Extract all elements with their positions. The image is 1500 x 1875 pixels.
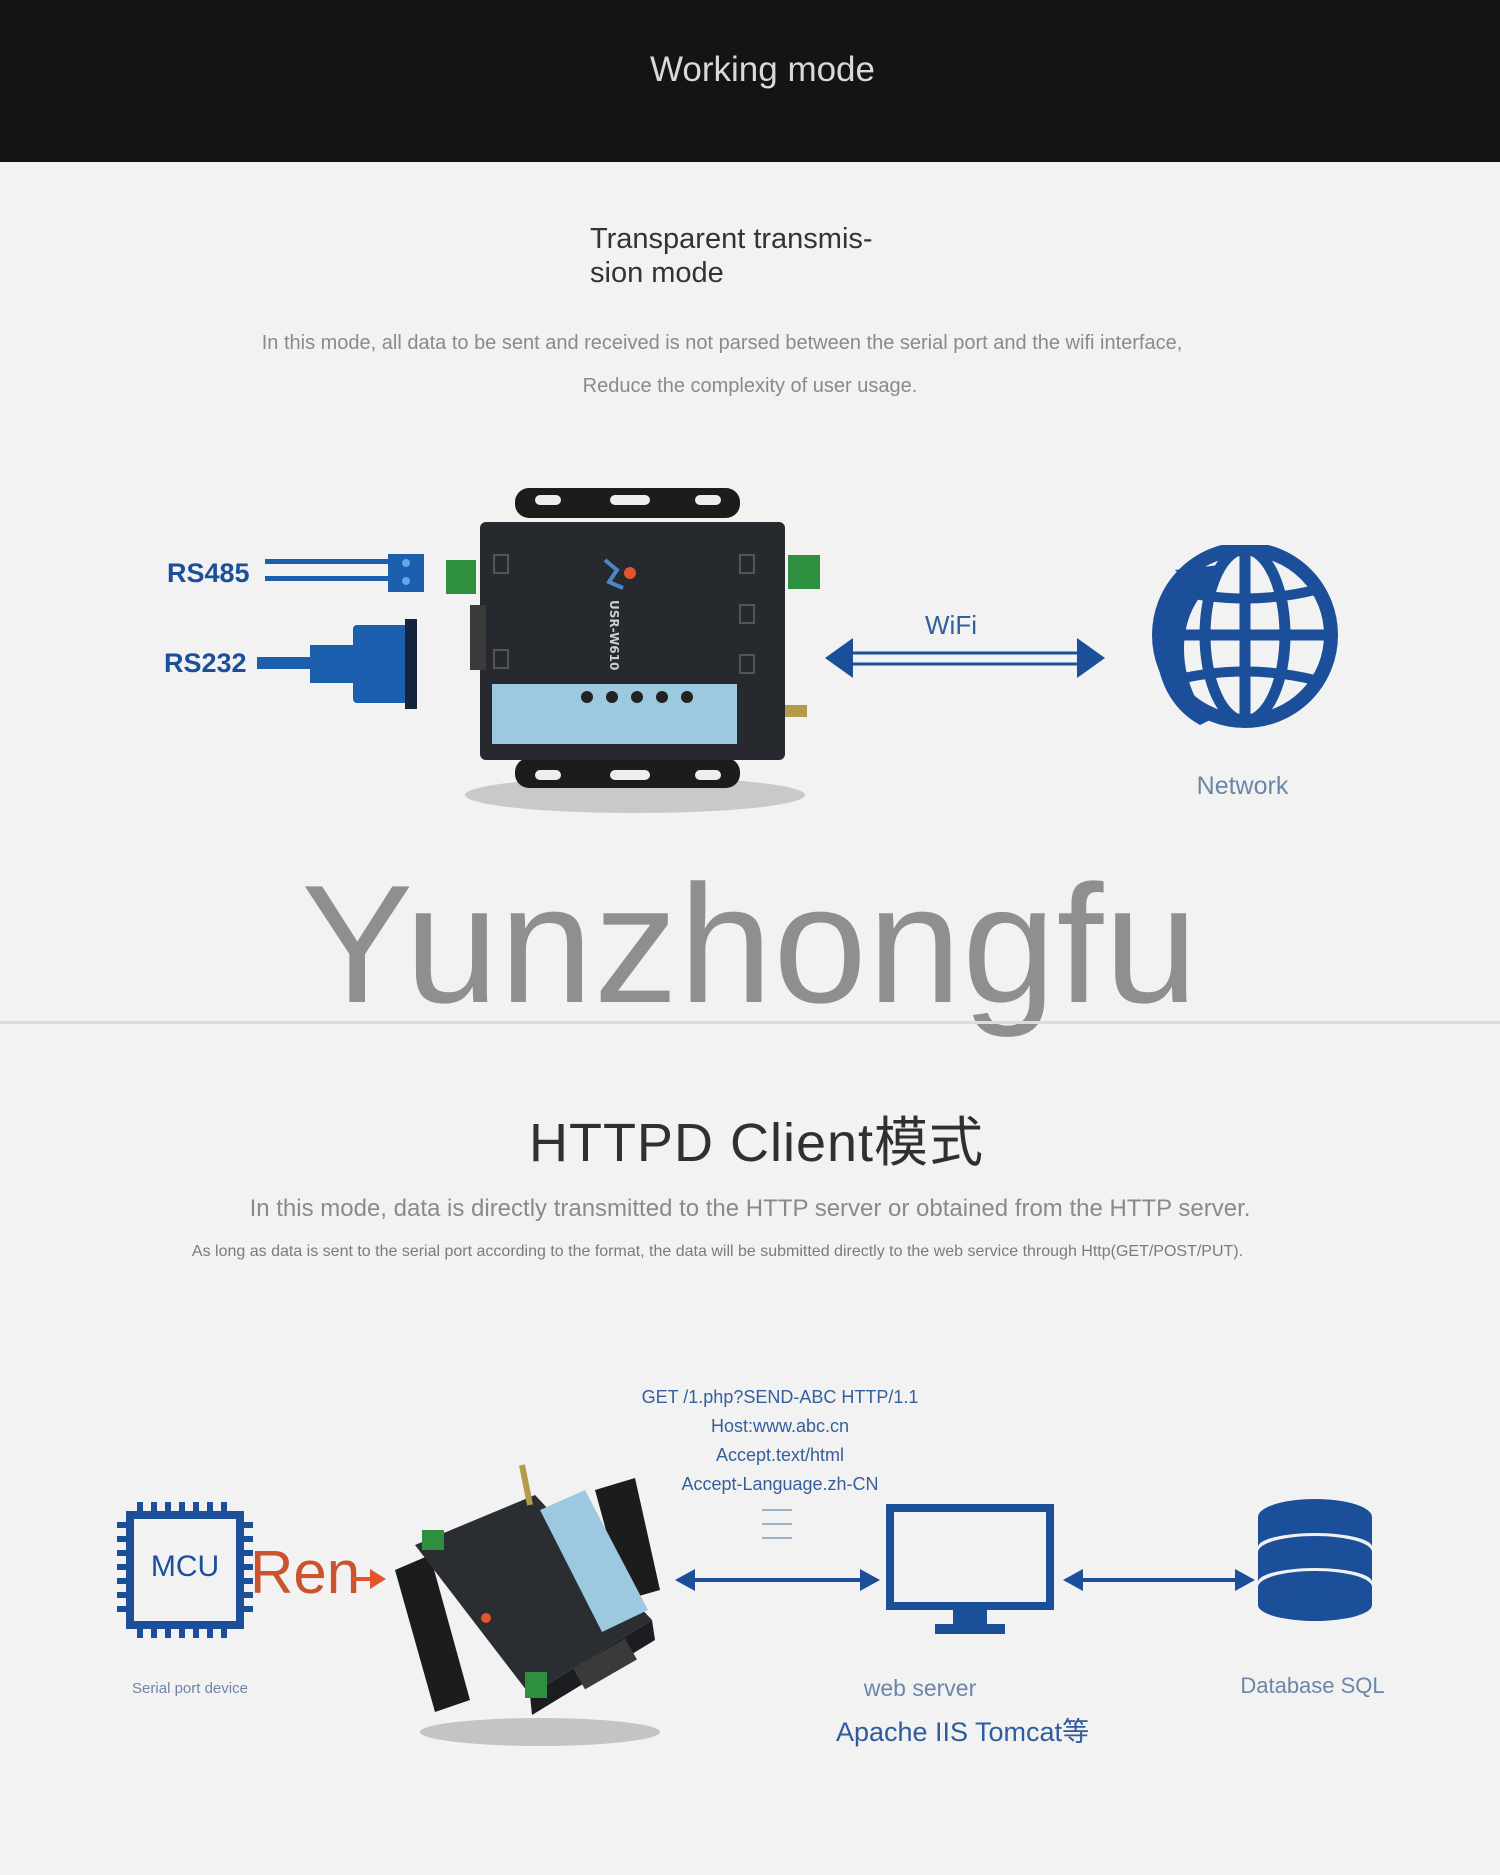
transparent-desc-line1: In this mode, all data to be sent and re…: [261, 332, 1183, 354]
router-icon: [395, 1464, 660, 1746]
database-label: Database SQL: [1240, 1673, 1385, 1698]
rs485-label: RS485: [167, 558, 250, 588]
double-arrow-icon: [825, 638, 1105, 678]
mcu-label: MCU: [150, 1550, 220, 1583]
watermark-text: Yunzhongfu: [301, 850, 1199, 1038]
transparent-desc-line2: Reduce the complexity of user usage.: [582, 375, 918, 397]
web-server-label: web server: [863, 1675, 977, 1701]
db9-connector-icon: [257, 619, 417, 709]
httpd-desc-line2: As long as data is sent to the serial po…: [191, 1243, 1244, 1260]
wifi-label: WiFi: [925, 610, 977, 640]
arrow-right-icon: [352, 1569, 386, 1589]
section-title-transparent: Transparent transmis- sion mode: [590, 223, 873, 289]
double-arrow-icon: [675, 1569, 880, 1591]
router-icon: USR-W610: [446, 488, 820, 813]
double-arrow-icon: [1063, 1569, 1255, 1591]
rs232-label: RS232: [164, 648, 247, 678]
page-title: Working mode: [649, 50, 875, 89]
globe-icon: [1152, 545, 1338, 728]
http-request-line: Host:www.abc.cn: [710, 1416, 850, 1436]
network-label: Network: [1196, 772, 1289, 800]
section-divider: [0, 1021, 1500, 1024]
httpd-desc-line1: In this mode, data is directly transmitt…: [249, 1195, 1251, 1222]
ellipsis-dots-icon: [762, 1509, 792, 1539]
apache-label: Apache IIS Tomcat等: [835, 1717, 1090, 1747]
http-request-line: Accept-Language.zh-CN: [681, 1474, 879, 1494]
http-request-line: Accept.text/html: [715, 1445, 845, 1465]
http-request-block: GET /1.php?SEND-ABC HTTP/1.1 Host:www.ab…: [600, 1383, 960, 1499]
section-title-httpd: HTTPD Client模式: [528, 1113, 985, 1173]
header-bar: [0, 0, 1500, 162]
database-icon: [1258, 1499, 1372, 1621]
device-model-text: USR-W610: [607, 600, 621, 670]
chip-icon: [117, 1502, 253, 1638]
ren-text: Ren: [250, 1539, 361, 1606]
rs485-cable-icon: [265, 554, 424, 592]
monitor-icon: [886, 1504, 1054, 1634]
serial-device-label: Serial port device: [132, 1680, 248, 1697]
http-request-line: GET /1.php?SEND-ABC HTTP/1.1: [641, 1387, 919, 1407]
